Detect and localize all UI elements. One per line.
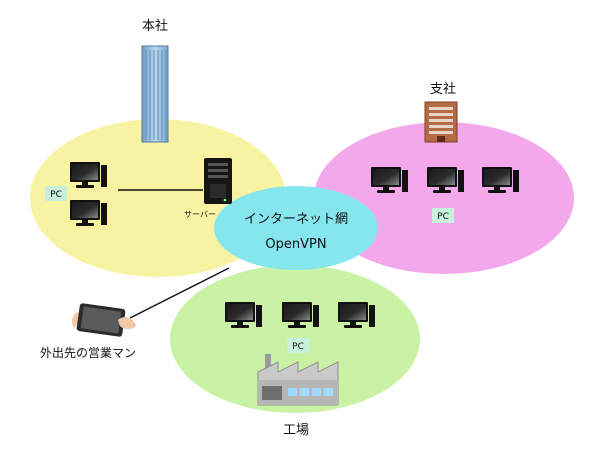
vpn-label: OpenVPN: [265, 237, 326, 252]
shisha-label: 支社: [430, 81, 456, 97]
kojo-label: 工場: [283, 423, 309, 438]
mobile-label: 外出先の営業マン: [40, 346, 136, 360]
shisha-zone: [314, 122, 574, 274]
pc-label-honsha: PC: [50, 190, 62, 200]
office-building-icon: [424, 101, 458, 143]
honsha-label: 本社: [142, 18, 168, 34]
vpn-line: [129, 267, 230, 319]
server-label: サーバー: [184, 210, 216, 219]
pc-label-kojo: PC: [292, 342, 304, 352]
factory-icon: [257, 354, 339, 406]
pc-tag-shisha: [432, 208, 454, 223]
tablet-hands-icon: [71, 303, 136, 337]
internet-zone: [214, 186, 378, 270]
pc-tag-kojo: [287, 338, 309, 353]
pc-label-shisha: PC: [437, 212, 449, 222]
server-tower-icon: [204, 158, 232, 204]
skyscraper-icon: [141, 45, 169, 143]
pc-tag-honsha: [45, 186, 67, 201]
internet-label: インターネット網: [244, 212, 348, 227]
